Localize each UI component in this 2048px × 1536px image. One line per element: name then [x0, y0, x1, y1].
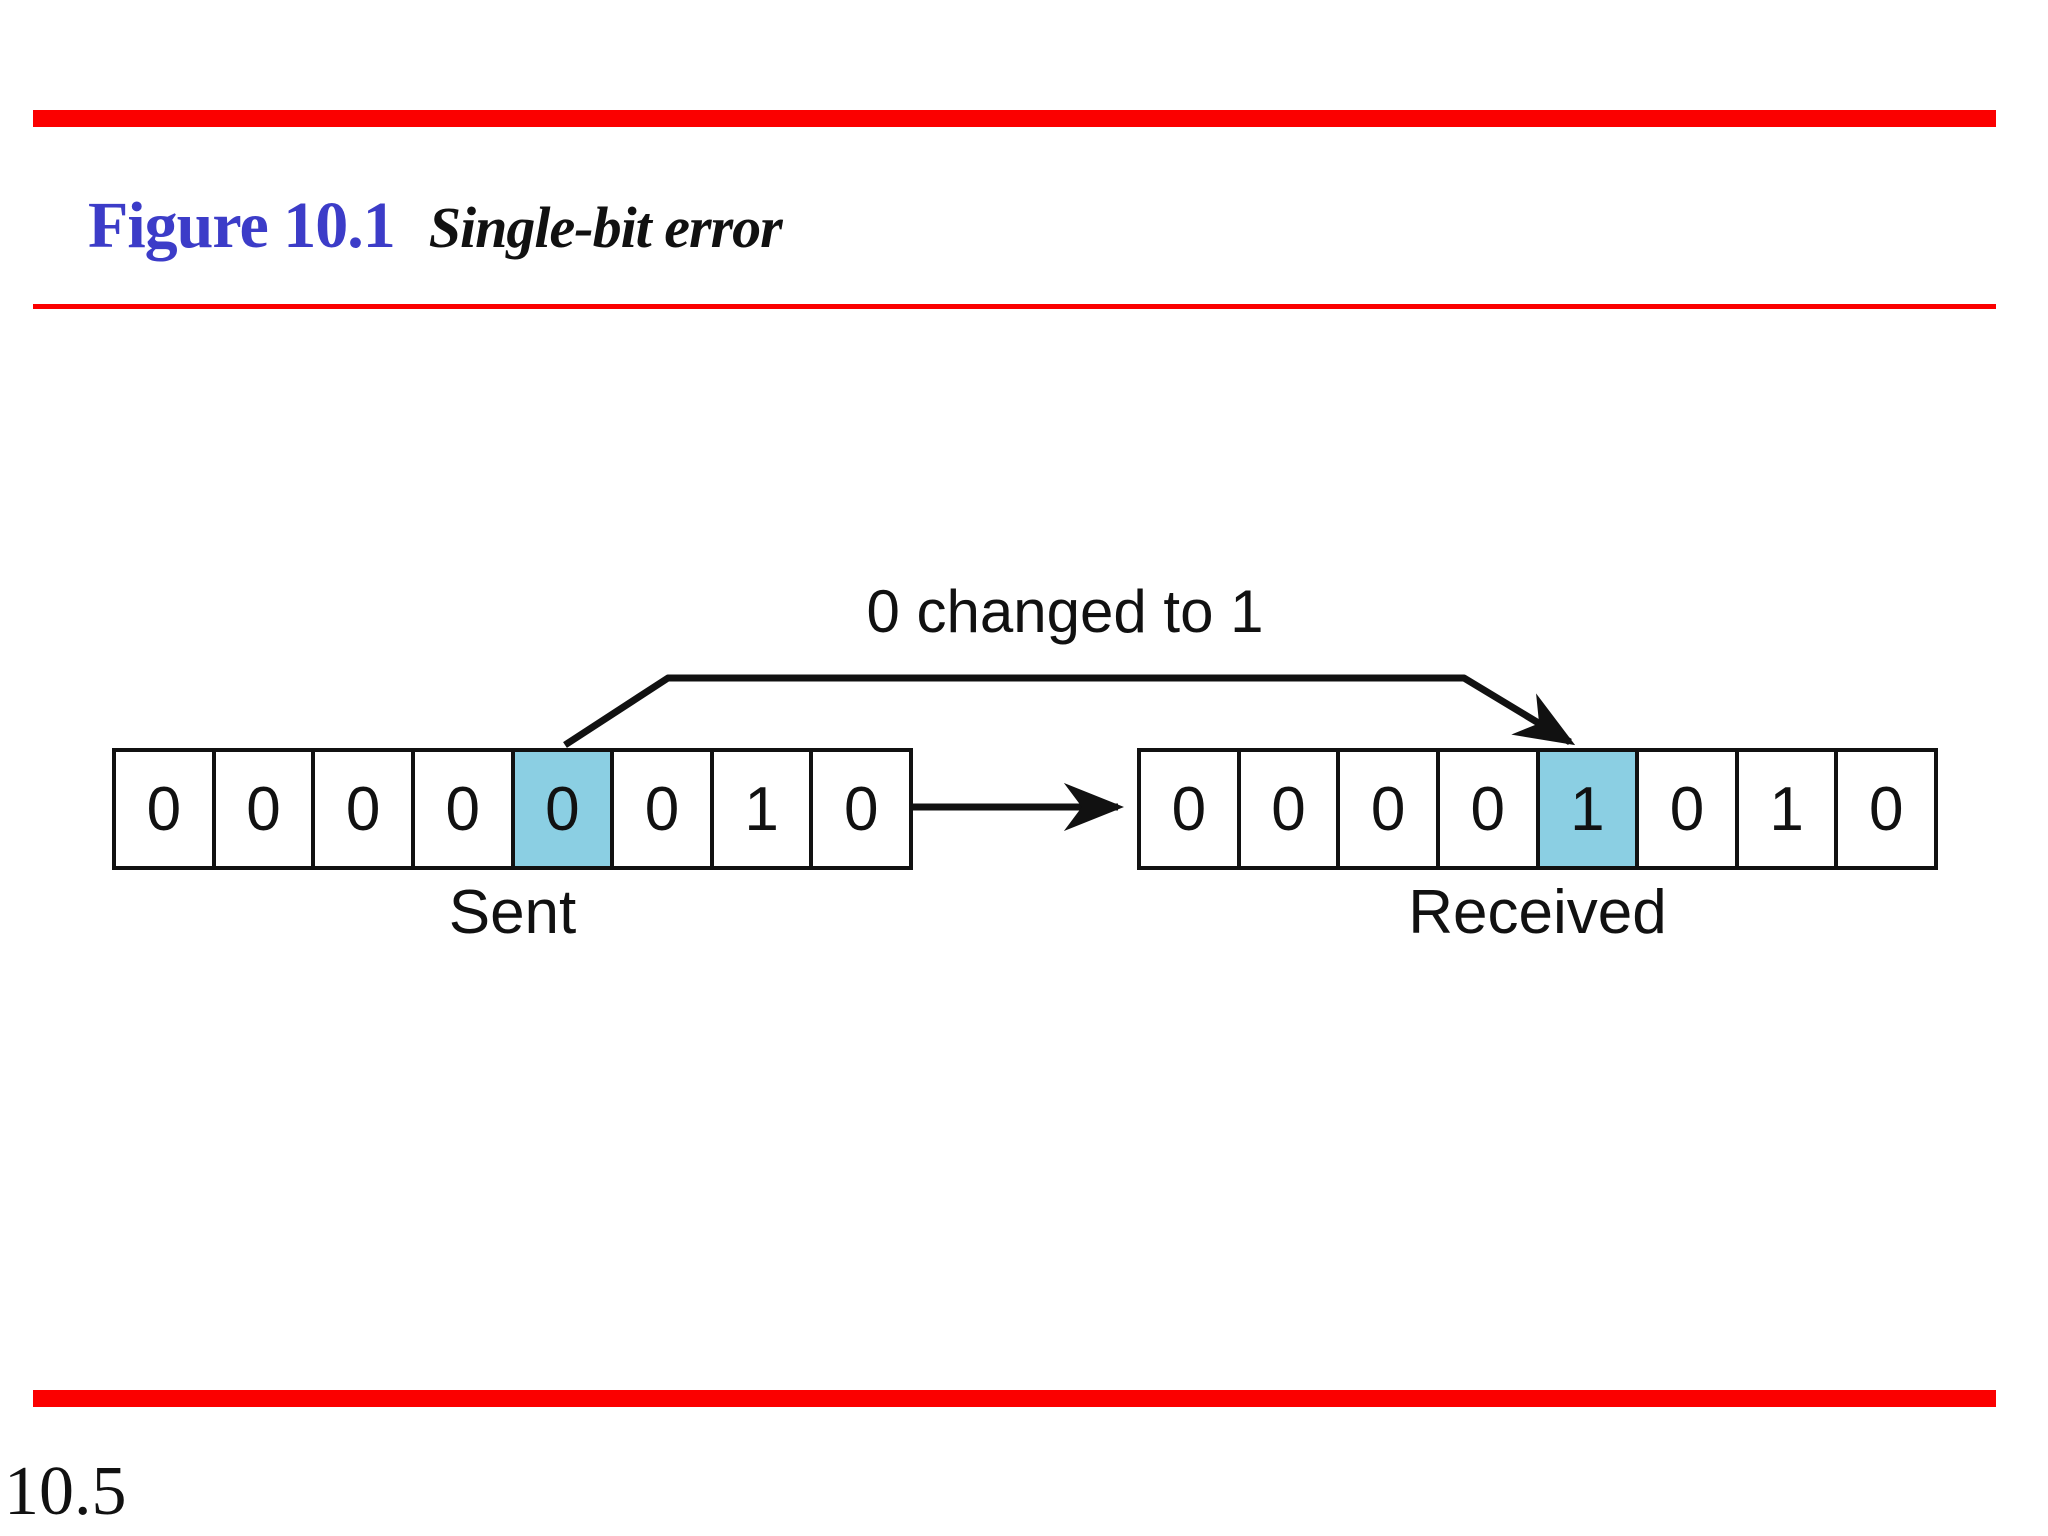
received-bit-cell-highlighted: 1 [1535, 752, 1636, 866]
figure-label: Figure 10.1 [88, 189, 396, 262]
page-number: 10.5 [4, 1453, 127, 1530]
sent-bit-cell-highlighted: 0 [510, 752, 611, 866]
sent-bit-cell: 0 [410, 752, 511, 866]
received-bit-cell: 0 [1635, 752, 1735, 866]
received-bit-array: 0 0 0 0 1 0 1 0 [1137, 748, 1938, 870]
received-bit-cell: 0 [1834, 752, 1934, 866]
sent-bit-cell: 0 [809, 752, 909, 866]
caption-underline-rule [33, 304, 1996, 309]
bit-change-arrow [563, 674, 1576, 748]
sent-bit-cell: 0 [311, 752, 411, 866]
bit-change-annotation: 0 changed to 1 [866, 578, 1264, 645]
sent-bit-cell: 0 [211, 752, 312, 866]
received-bit-cell: 0 [1336, 752, 1436, 866]
sent-bit-cell: 0 [116, 752, 212, 866]
figure-title: Single-bit error [428, 195, 783, 260]
sent-bit-array: 0 0 0 0 0 0 1 0 [112, 748, 913, 870]
received-bit-cell: 0 [1141, 752, 1237, 866]
received-bit-cell: 0 [1435, 752, 1536, 866]
top-red-bar [33, 110, 1996, 127]
received-label: Received [1408, 878, 1667, 947]
sent-label: Sent [448, 878, 577, 947]
figure-caption: Figure 10.1 Single-bit error [88, 188, 783, 264]
received-bit-cell: 0 [1236, 752, 1337, 866]
sent-bit-cell: 1 [709, 752, 810, 866]
bottom-red-bar [33, 1390, 1996, 1407]
received-bit-cell: 1 [1734, 752, 1835, 866]
sent-bit-cell: 0 [610, 752, 710, 866]
